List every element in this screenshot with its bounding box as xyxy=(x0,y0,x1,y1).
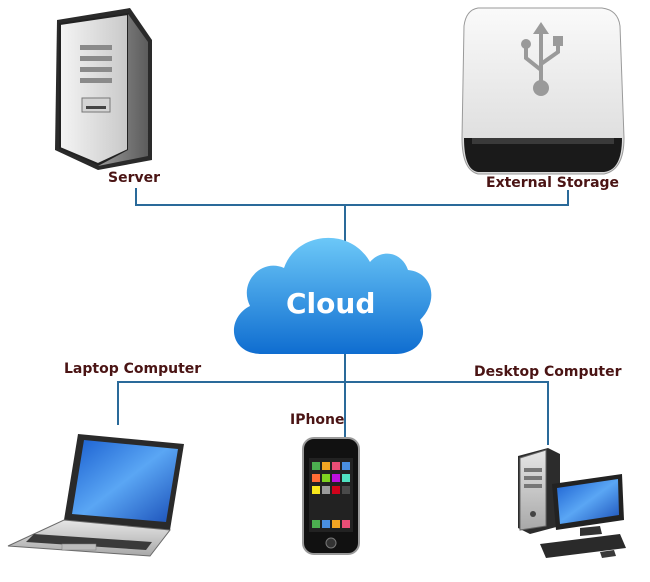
connector-server xyxy=(135,188,345,206)
server-tower-icon xyxy=(55,8,152,170)
server-label: Server xyxy=(108,170,161,186)
desktop-label: Desktop Computer xyxy=(474,364,622,380)
cloud-shape xyxy=(233,237,432,354)
desktop-computer-icon xyxy=(518,448,626,558)
connector-desktop xyxy=(345,381,549,445)
laptop-label: Laptop Computer xyxy=(64,361,202,377)
external-storage-label: External Storage xyxy=(486,175,620,191)
iphone-label: IPhone xyxy=(290,412,345,428)
connector-external-storage xyxy=(345,190,569,206)
connector-laptop xyxy=(117,381,345,425)
smartphone-icon xyxy=(302,437,360,555)
cloud-label: Cloud xyxy=(286,287,376,320)
usb-drive-icon xyxy=(461,7,625,175)
connectors xyxy=(117,188,569,445)
laptop-icon xyxy=(7,434,184,557)
